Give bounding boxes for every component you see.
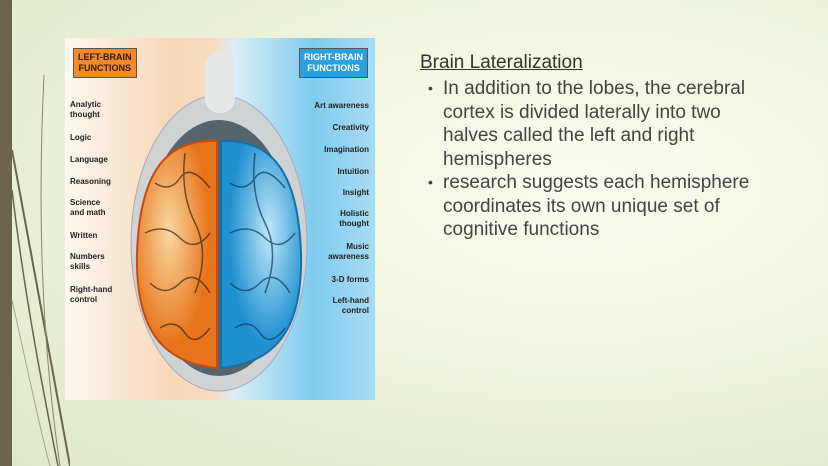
right-item: Imagination [324,145,369,154]
left-item: Reasoning [70,177,111,186]
left-item: Logic [70,133,92,142]
bullet-item: •In addition to the lobes, the cerebral … [428,78,746,170]
slide-side-bar [0,0,12,466]
right-item: Creativity [332,123,369,132]
bullet-list: •In addition to the lobes, the cerebral … [428,77,758,242]
left-item: Science and math [70,198,106,217]
right-item: Insight [342,188,369,197]
right-item: Intuition [337,167,369,176]
decorative-swoosh [11,74,70,466]
bullet-icon: • [428,174,433,190]
right-item: Music awareness [328,242,369,261]
left-item: Right-hand control [70,285,113,304]
left-item: Analytic thought [70,100,102,119]
left-item: Numbers skills [70,252,105,271]
left-item: Written [70,231,98,240]
bullet-item: •research suggests each hemisphere coord… [428,172,750,240]
right-item: Art awareness [314,101,369,110]
slide-title: Brain Lateralization [420,52,583,73]
right-item: Holistic thought [339,209,369,228]
right-item: 3-D forms [331,275,369,284]
brain-illustration [130,53,308,392]
bullet-icon: • [428,80,433,96]
right-item: Left-hand control [332,296,369,315]
left-item: Language [70,155,108,164]
